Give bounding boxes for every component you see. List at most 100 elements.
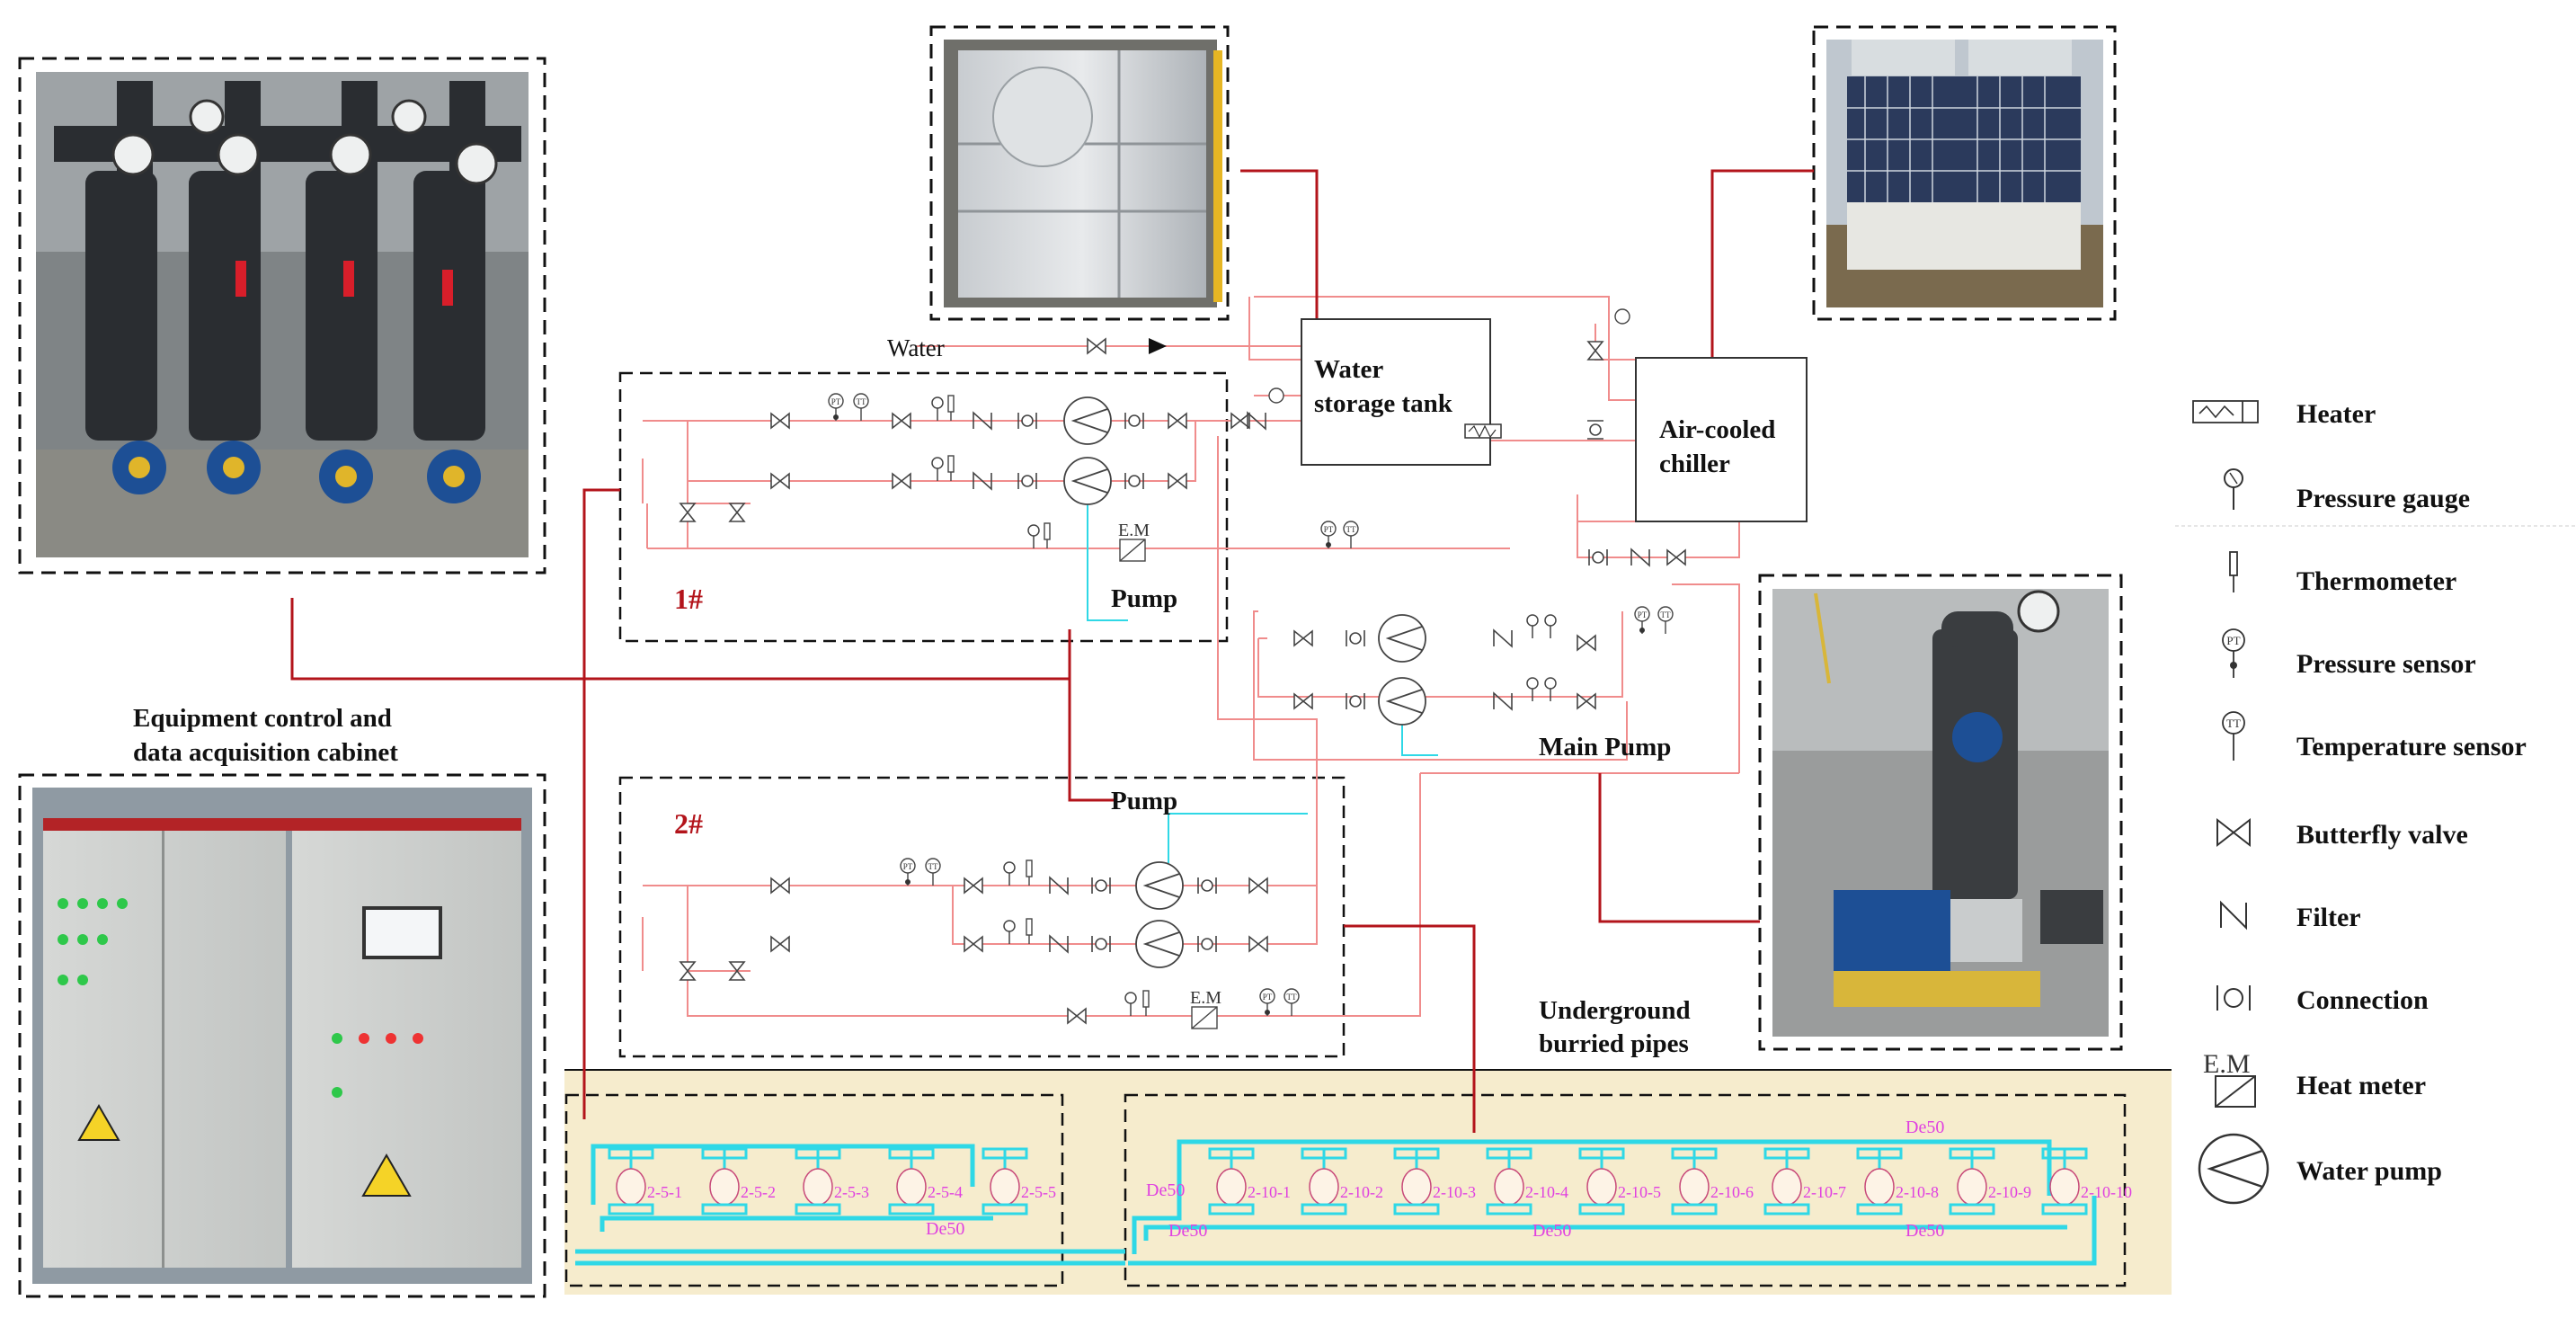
- butterfly-valve-icon: [964, 935, 983, 953]
- pressure-gauge-icon: [1268, 387, 1284, 404]
- water-pump-icon: [1063, 457, 1112, 505]
- butterfly-valve-icon: [2216, 817, 2251, 848]
- pressure-gauge-icon: [1027, 524, 1040, 548]
- borehole: 2-5-4: [888, 1147, 963, 1216]
- temperature-sensor-icon: TT: [925, 858, 941, 886]
- borehole-label: 2-5-5: [1021, 1183, 1056, 1201]
- connection-icon: [1346, 630, 1365, 646]
- legend-label: Pressure gauge: [2296, 484, 2470, 513]
- temperature-sensor-icon: TT: [853, 393, 869, 421]
- legend-label: Connection: [2296, 985, 2429, 1015]
- butterfly-valve-icon: [770, 472, 790, 490]
- cabinet-label-1: Equipment control and: [133, 704, 392, 733]
- borehole-label: 2-5-4: [928, 1183, 963, 1201]
- water-inlet-label: Water: [887, 334, 945, 361]
- pressure-sensor-icon-text: PT: [903, 862, 913, 871]
- legend-item: Butterfly valve: [2216, 817, 2468, 850]
- borehole: 2-10-3: [1393, 1147, 1476, 1216]
- borehole-well-icon: [990, 1168, 1020, 1206]
- underground-left-frame: [564, 1093, 1064, 1287]
- temperature-sensor-icon-text: TT: [928, 862, 938, 871]
- legend-label: Heater: [2296, 399, 2376, 429]
- borehole: 2-10-2: [1301, 1147, 1383, 1216]
- borehole: 2-10-8: [1856, 1147, 1939, 1216]
- borehole-well-icon: [896, 1168, 927, 1206]
- pressure-sensor-icon: PT: [1634, 606, 1650, 634]
- borehole: 2-5-5: [982, 1147, 1056, 1216]
- butterfly-valve-icon: [964, 877, 983, 895]
- borehole-well-icon: [2049, 1168, 2080, 1206]
- thermometer-icon: [947, 455, 955, 481]
- thermometer-icon: [1044, 522, 1051, 548]
- group-2-frame: [618, 776, 1346, 1058]
- filter-icon: [973, 471, 992, 491]
- connection-icon: [1346, 693, 1365, 709]
- borehole-well-icon: [1309, 1168, 1339, 1206]
- legend-symbol-text: TT: [2226, 717, 2241, 730]
- butterfly-valve-icon: [892, 412, 911, 430]
- legend-label: Heat meter: [2296, 1071, 2426, 1100]
- borehole-well-icon: [803, 1168, 833, 1206]
- thermometer-icon: [2229, 551, 2238, 592]
- borehole: 2-10-7: [1763, 1147, 1846, 1216]
- photo-water-tank: [929, 25, 1230, 321]
- pressure-gauge-icon: [931, 396, 944, 421]
- pressure-gauge-icon: [1526, 677, 1539, 701]
- borehole-label: 2-10-8: [1896, 1183, 1939, 1201]
- butterfly-valve-icon: [770, 877, 790, 895]
- butterfly-valve-icon: [892, 472, 911, 490]
- temperature-sensor-icon-text: TT: [1346, 525, 1356, 534]
- chiller-label-2: chiller: [1659, 450, 1730, 478]
- butterfly-valve-icon: [1293, 692, 1313, 710]
- temperature-sensor-icon: TT: [2222, 711, 2245, 761]
- heat-meter-icon: E.M: [1118, 521, 1150, 562]
- borehole: 2-10-10: [2041, 1147, 2132, 1216]
- pressure-sensor-icon: PT: [900, 858, 916, 886]
- pressure-sensor-icon-text: PT: [1324, 525, 1334, 534]
- water-pump-icon: [1135, 861, 1184, 910]
- photo-main-pump: [1758, 574, 2123, 1051]
- borehole: 2-10-4: [1486, 1147, 1568, 1216]
- borehole-well-icon: [709, 1168, 740, 1206]
- butterfly-valve-icon: [770, 412, 790, 430]
- underground-label-1: Underground: [1539, 996, 1691, 1025]
- connection-icon: [1091, 877, 1111, 894]
- borehole-label: 2-10-7: [1803, 1183, 1846, 1201]
- heater-icon: [2192, 400, 2259, 423]
- water-pump-icon: [1378, 677, 1426, 726]
- pressure-sensor-icon: PT: [2222, 628, 2245, 678]
- butterfly-valve-icon: [1666, 548, 1686, 566]
- butterfly-valve-icon: [770, 935, 790, 953]
- pipe-size-label: De50: [1532, 1221, 1571, 1241]
- temperature-sensor-icon-text: TT: [1287, 993, 1297, 1002]
- water-storage-tank-box: [1301, 318, 1491, 466]
- photo-air-cooled-chiller: [1812, 25, 2117, 321]
- legend-symbol-text: PT: [2226, 634, 2240, 647]
- filter-icon: [973, 411, 992, 431]
- legend-item: Filter: [2220, 900, 2361, 932]
- filter-icon: [1493, 628, 1513, 648]
- legend-item: Water pump: [2198, 1133, 2442, 1205]
- pressure-sensor-icon-text: PT: [831, 397, 841, 406]
- filter-icon: [1493, 691, 1513, 711]
- connection-icon: [1197, 877, 1217, 894]
- pressure-sensor-icon-text: PT: [1263, 993, 1273, 1002]
- main-pump-label: Main Pump: [1539, 733, 1671, 761]
- temperature-sensor-icon-text: TT: [857, 397, 866, 406]
- water-pump-icon: [1063, 396, 1112, 445]
- butterfly-valve-icon: [1067, 1007, 1087, 1025]
- heat-meter-icon: E.M: [1190, 988, 1221, 1029]
- filter-icon: [1247, 411, 1266, 431]
- pipe-size-label: De50: [926, 1219, 964, 1239]
- legend-item: Thermometer: [2229, 551, 2456, 596]
- filter-icon: [2220, 900, 2247, 931]
- legend-label: Filter: [2296, 903, 2361, 932]
- heat-meter-text: E.M: [1190, 988, 1221, 1008]
- pressure-gauge-icon: [1003, 861, 1016, 886]
- legend-label: Butterfly valve: [2296, 820, 2468, 850]
- borehole-label: 2-10-6: [1710, 1183, 1754, 1201]
- pressure-sensor-icon: PT: [828, 393, 844, 421]
- legend-item: Connection: [2216, 985, 2429, 1015]
